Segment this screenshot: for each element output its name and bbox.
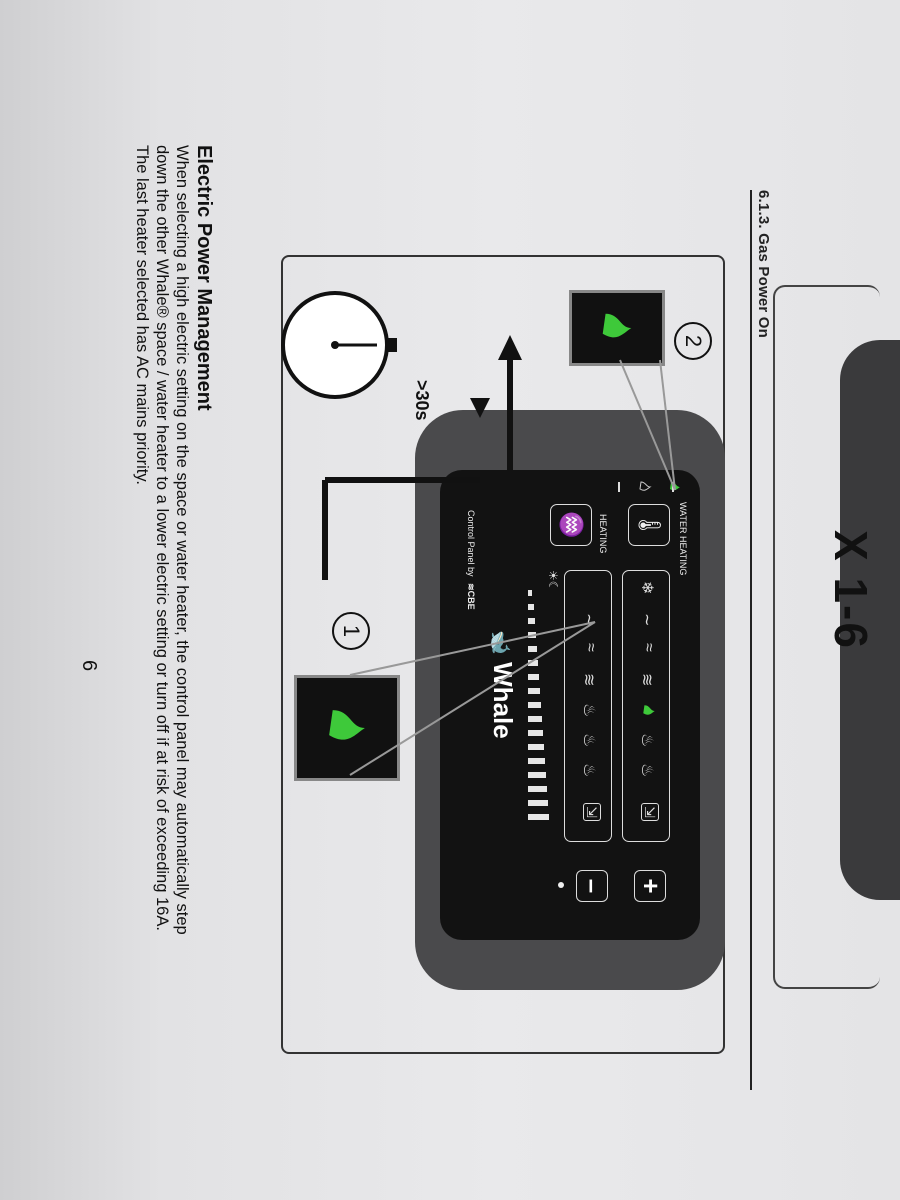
epm-heading: Electric Power Management (193, 145, 215, 411)
epm-line-2: down the other Whale® space / water heat… (153, 145, 171, 931)
page-number: 6 (78, 660, 100, 672)
epm-line-1: When selecting a high electric setting o… (173, 145, 191, 935)
step-2-marker: 2 (674, 322, 712, 360)
zoom-box-step2 (569, 290, 665, 366)
electric-flame-indicator-icon (639, 481, 652, 491)
stopwatch-icon (281, 291, 397, 399)
timer-label: >30s (412, 380, 432, 421)
zoom-box-step1 (294, 675, 400, 781)
gas-flame-zoom-icon (329, 710, 365, 740)
gas-flame-zoom-icon (602, 313, 632, 338)
water-heating-settings-row[interactable]: ❄ ∼ ≈ ≋ ♨ ♨ ⇲ (622, 570, 670, 842)
selected-gas-flame-icon (643, 705, 655, 715)
step-1-marker: 1 (332, 612, 370, 650)
epm-line-3: The last heater selected has AC mains pr… (133, 145, 151, 485)
